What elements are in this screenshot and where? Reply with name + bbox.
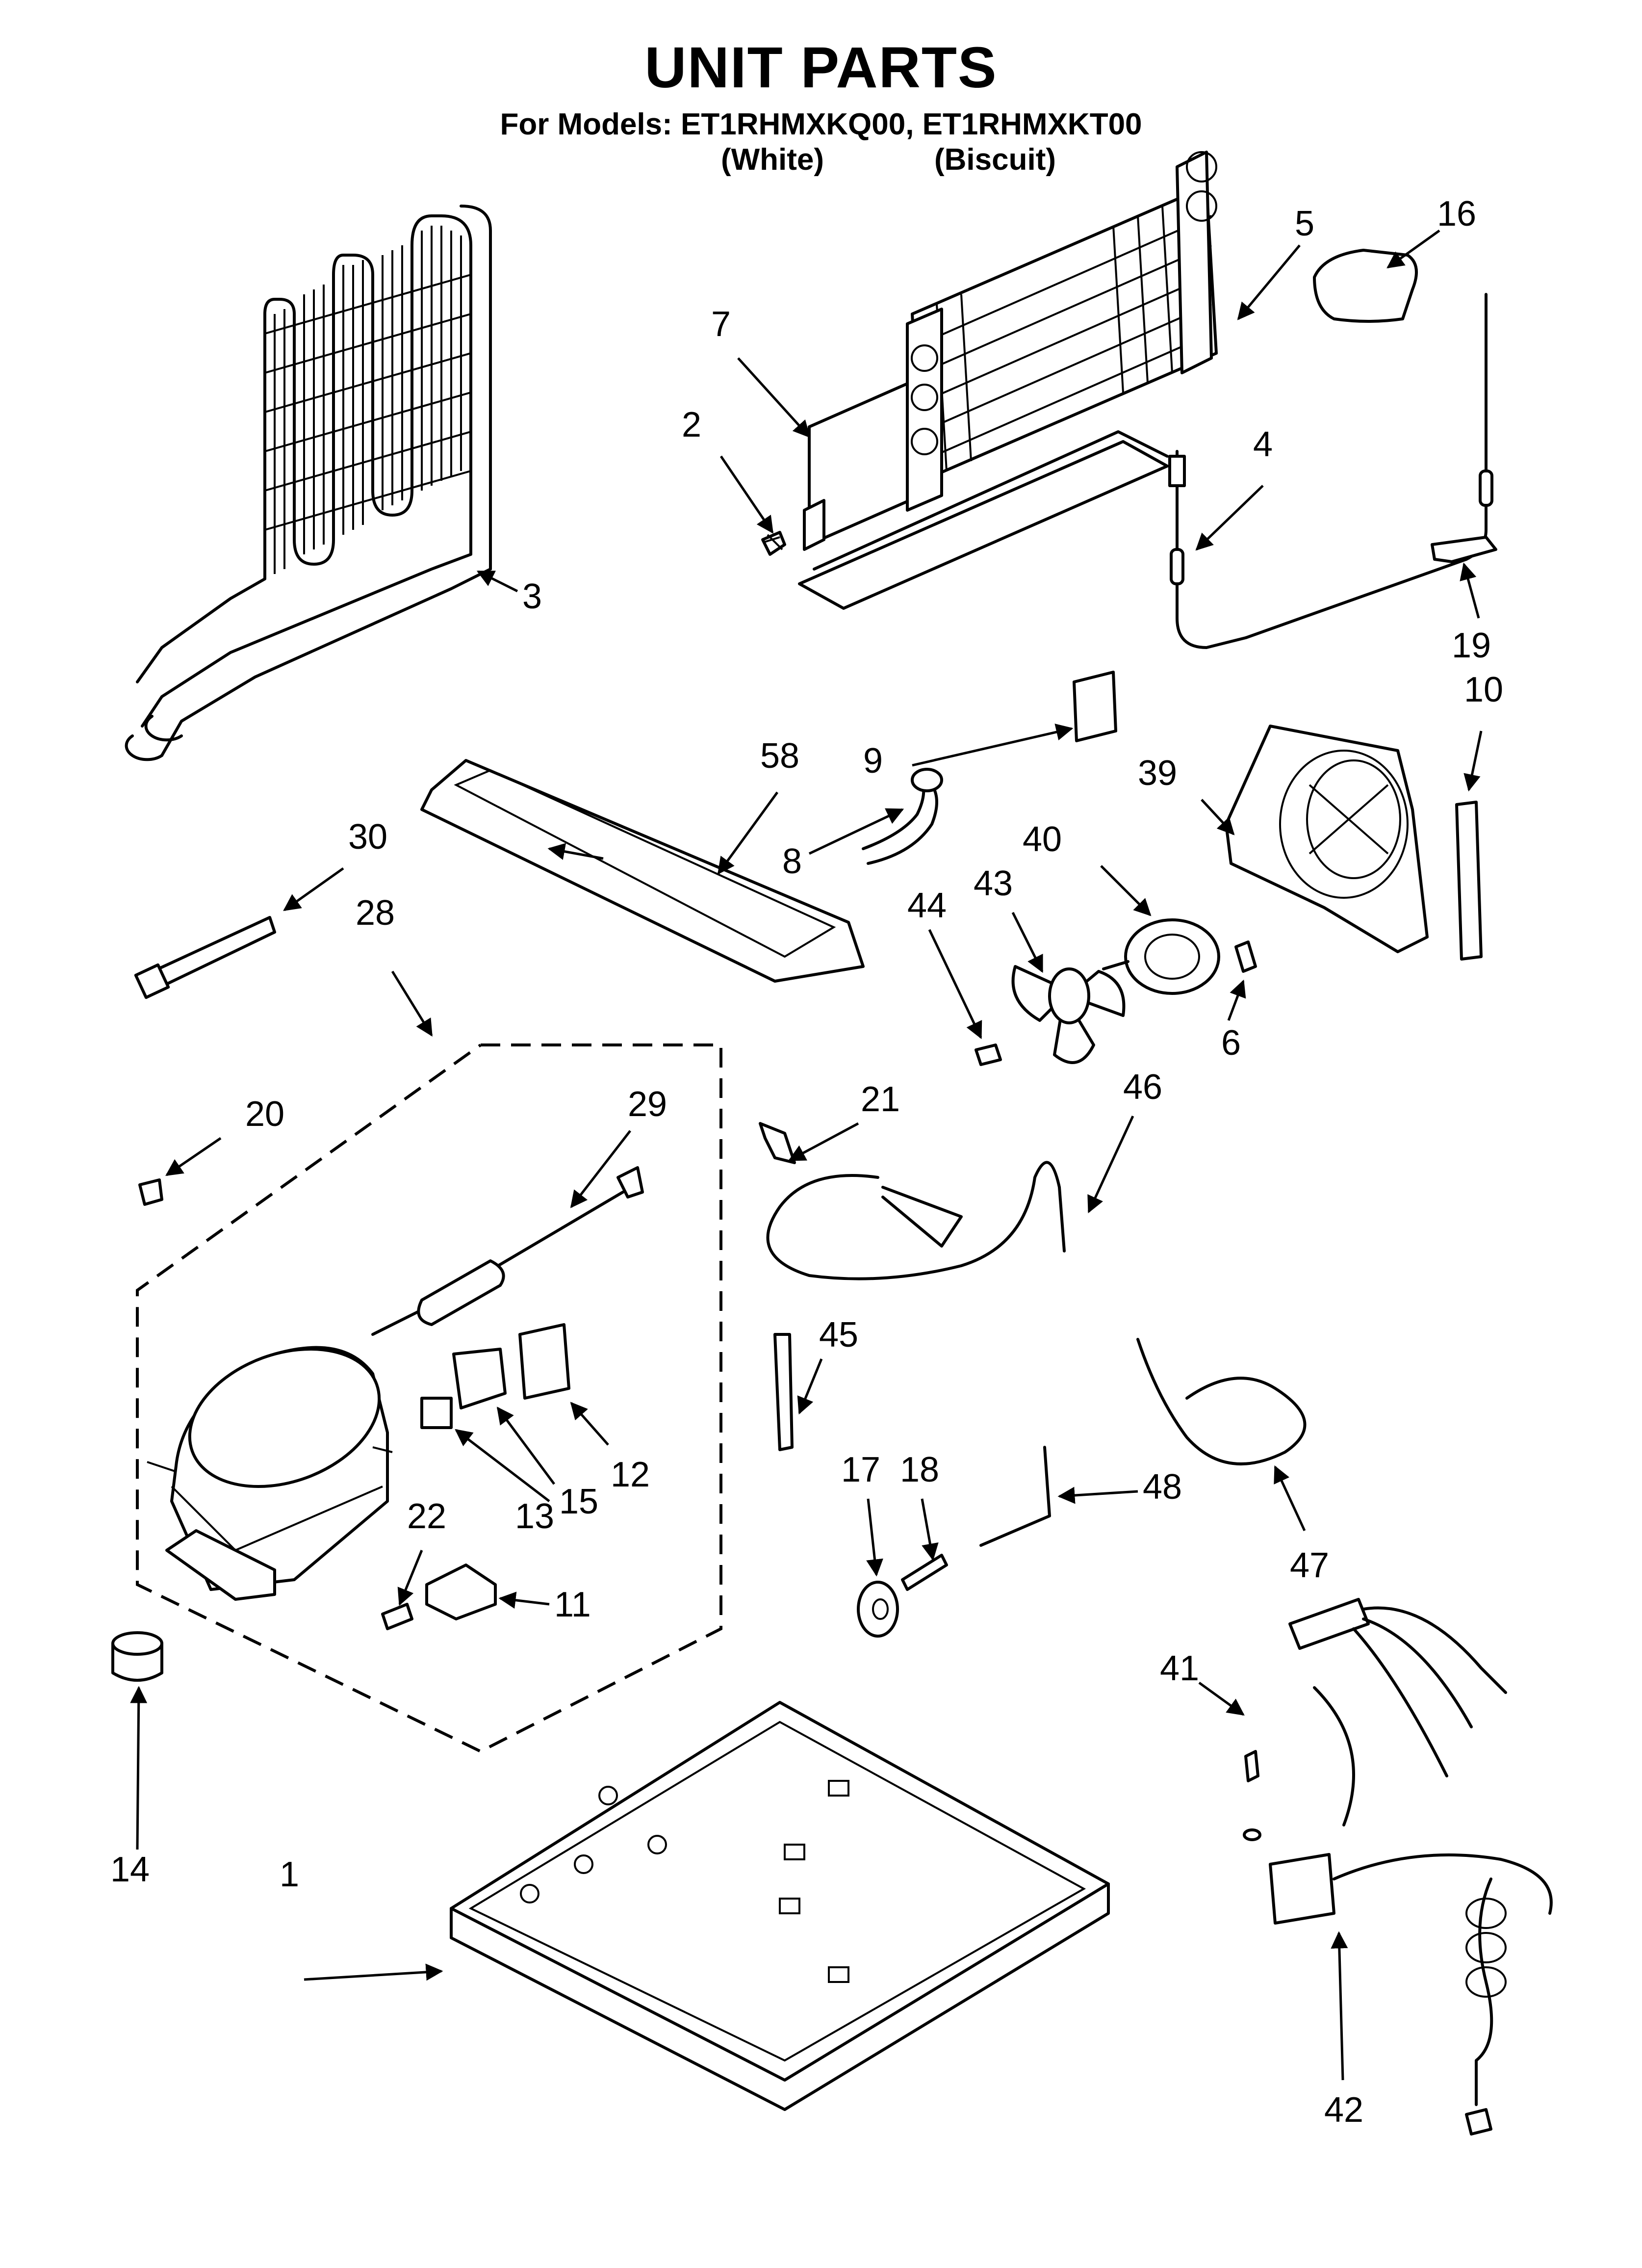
blade-clip bbox=[975, 1043, 1002, 1066]
callout-42: 42 bbox=[1324, 2090, 1363, 2130]
callout-58: 58 bbox=[760, 736, 799, 776]
wiring-harness bbox=[1243, 1598, 1553, 2136]
mounting-bracket bbox=[1073, 671, 1117, 742]
callout-leaders bbox=[130, 229, 1483, 2081]
callout-30: 30 bbox=[348, 817, 387, 857]
callout-12: 12 bbox=[611, 1455, 650, 1494]
variant-white: (White) bbox=[721, 143, 824, 177]
callout-46: 46 bbox=[1123, 1068, 1162, 1107]
locating-pin bbox=[773, 1333, 794, 1451]
models-line: For Models: ET1RHMXKQ00, ET1RHMXKT00 bbox=[500, 107, 1142, 141]
callout-3: 3 bbox=[522, 577, 542, 616]
callout-labels: 1 2 3 4 5 6 7 8 9 10 11 12 13 14 15 16 1… bbox=[110, 194, 1503, 2130]
callout-5: 5 bbox=[1295, 204, 1314, 243]
drain-tube bbox=[766, 1161, 1066, 1280]
light-socket bbox=[862, 768, 943, 865]
fan-blade bbox=[1011, 965, 1126, 1064]
callout-14: 14 bbox=[110, 1850, 150, 1889]
callout-20: 20 bbox=[245, 1095, 284, 1134]
callout-47: 47 bbox=[1290, 1546, 1329, 1585]
mounting-screw bbox=[138, 1178, 163, 1206]
callout-40: 40 bbox=[1023, 820, 1062, 859]
water-tube bbox=[1136, 1338, 1307, 1465]
gasket-strip bbox=[1455, 801, 1483, 961]
kit-outline bbox=[136, 1043, 722, 1753]
callout-8: 8 bbox=[782, 842, 802, 881]
callout-9: 9 bbox=[863, 741, 883, 781]
callout-28: 28 bbox=[356, 893, 395, 933]
bracket-screw bbox=[761, 531, 786, 556]
condenser-coil bbox=[125, 205, 492, 761]
callout-21: 21 bbox=[861, 1080, 900, 1119]
callout-41: 41 bbox=[1160, 1649, 1199, 1688]
callout-29: 29 bbox=[628, 1085, 667, 1124]
fan-shroud bbox=[1225, 725, 1429, 953]
page-title: UNIT PARTS bbox=[644, 35, 998, 100]
grommet bbox=[111, 1631, 163, 1682]
roller-axle bbox=[901, 1554, 948, 1591]
capacitor-screw bbox=[381, 1603, 413, 1630]
cable-tie bbox=[134, 916, 276, 999]
evaporator-assembly bbox=[798, 151, 1218, 610]
callout-13: 13 bbox=[515, 1497, 554, 1536]
thermostat-cap bbox=[1313, 249, 1418, 323]
relay bbox=[452, 1348, 507, 1409]
callout-1: 1 bbox=[280, 1855, 299, 1894]
callout-6: 6 bbox=[1221, 1023, 1241, 1063]
start-relay bbox=[518, 1323, 570, 1400]
callout-18: 18 bbox=[900, 1450, 939, 1489]
callout-16: 16 bbox=[1437, 194, 1476, 234]
callout-11: 11 bbox=[554, 1585, 591, 1624]
defrost-sensor-harness bbox=[1168, 293, 1493, 649]
filter-drier bbox=[371, 1166, 644, 1336]
roller bbox=[857, 1581, 899, 1638]
callout-19: 19 bbox=[1452, 626, 1491, 665]
callout-4: 4 bbox=[1253, 425, 1273, 464]
callout-10: 10 bbox=[1464, 670, 1503, 709]
fan-motor bbox=[1102, 918, 1257, 995]
variant-biscuit: (Biscuit) bbox=[934, 143, 1056, 177]
callout-17: 17 bbox=[841, 1450, 880, 1489]
callout-48: 48 bbox=[1143, 1467, 1182, 1507]
drain-pan bbox=[420, 759, 865, 983]
base-frame bbox=[450, 1701, 1110, 2111]
callout-43: 43 bbox=[974, 864, 1013, 903]
callout-44: 44 bbox=[907, 886, 947, 925]
callout-15: 15 bbox=[559, 1482, 598, 1521]
callout-45: 45 bbox=[819, 1315, 858, 1355]
retainer-clip bbox=[759, 1122, 796, 1164]
callout-22: 22 bbox=[407, 1497, 446, 1536]
suction-tube bbox=[979, 1446, 1051, 1547]
overload-protector bbox=[420, 1397, 453, 1429]
compressor bbox=[147, 1346, 393, 1601]
callout-7: 7 bbox=[711, 305, 731, 344]
callout-2: 2 bbox=[682, 405, 701, 444]
wire-clip bbox=[1431, 536, 1497, 563]
callout-39: 39 bbox=[1138, 754, 1177, 793]
capacitor bbox=[425, 1564, 497, 1620]
